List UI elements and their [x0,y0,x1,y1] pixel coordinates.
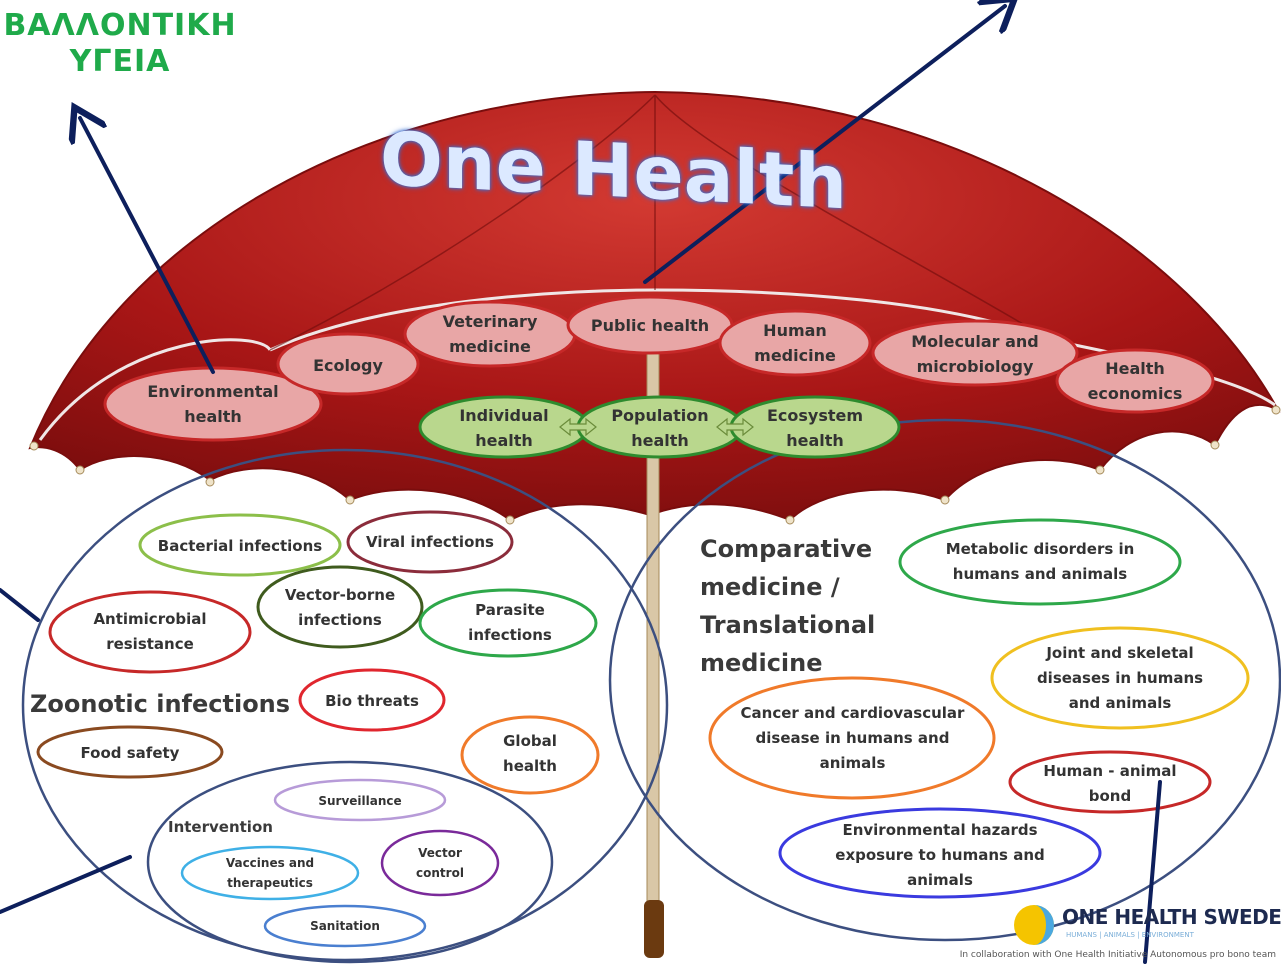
level-ecosystem-health: Ecosystem health [766,406,864,450]
discipline-environmental-health: Environmental health [147,382,279,426]
arrow-to-greek-label [80,118,215,374]
greek-label-line1: ΒΑΛΛΟΝΤΙΚΗ [3,8,237,43]
item-global-health: Global health [503,732,557,775]
discipline-human-medicine: Human medicine [754,321,836,365]
zoonotic-infections-heading: Zoonotic infections [30,690,291,718]
item-antimicrobial-resistance: Antimicrobial resistance [93,610,207,653]
logo-globe-icon [1014,905,1054,945]
intervention-circle [146,760,554,964]
discipline-ecology: Ecology [313,355,383,375]
item-food-safety: Food safety [80,743,180,762]
item-metabolic-disorders: Metabolic disorders in humans and animal… [945,540,1135,583]
discipline-public-health: Public health [590,315,710,335]
pointer-human-animal-bond [1143,780,1162,964]
level-individual-health: Individual health [459,406,549,450]
intervention-heading: Intervention [168,818,273,836]
logo-credit: In collaboration with One Health Initiat… [959,950,1276,960]
greek-label: ΒΑΛΛΟΝΤΙΚΗ ΥΓΕΙΑ [0,8,260,80]
pointer-intervention [0,855,132,914]
logo-tagline: HUMANS | ANIMALS | ENVIRONMENT [1066,931,1194,939]
item-viral-infections: Viral infections [365,532,494,551]
item-cancer-cardiovascular: Cancer and cardiovascular disease in hum… [740,703,965,772]
right-circle [608,418,1281,942]
comparative-medicine-heading: Comparative medicine / Translational med… [700,535,876,677]
item-bacterial-infections: Bacterial infections [157,536,323,555]
intervention-vector-control: Vector control [416,846,464,880]
pointer-left-circle [0,588,40,622]
item-parasite-infections: Parasite infections [468,601,552,644]
level-population-health: Population health [611,406,709,450]
item-bio-threats: Bio threats [325,691,419,710]
discipline-molecular-microbiology: Molecular and microbiology [911,332,1039,376]
umbrella-handle [644,900,664,958]
item-joint-skeletal: Joint and skeletal diseases in humans an… [1036,643,1204,712]
item-environmental-hazards: Environmental hazards exposure to humans… [835,820,1045,889]
intervention-surveillance: Surveillance [318,794,402,808]
greek-label-line2: ΥΓΕΙΑ [69,44,171,79]
arrow-to-top [643,6,1005,284]
left-circle [21,448,669,962]
discipline-veterinary-medicine: Veterinary medicine [442,312,538,356]
logo-name: ONE HEALTH SWEDEN [1062,905,1281,929]
item-human-animal-bond: Human - animal bond [1043,762,1177,805]
intervention-sanitation: Sanitation [310,919,380,933]
discipline-health-economics: Health economics [1087,359,1183,403]
intervention-vaccines: Vaccines and therapeutics [225,856,315,890]
item-vector-borne-infections: Vector-borne infections [284,586,396,629]
